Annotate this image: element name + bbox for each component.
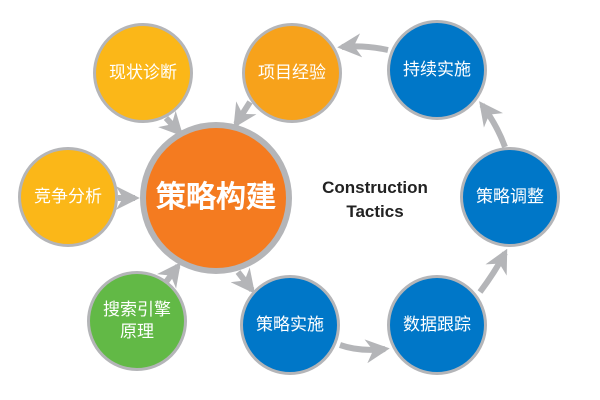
arrow-experience-to-center xyxy=(233,100,257,129)
node-label-line-1: 搜索引擎 xyxy=(103,300,171,320)
title-line-2: Tactics xyxy=(346,202,404,221)
node-competition-analysis: 竞争分析 xyxy=(18,147,118,247)
arrow-search-to-center xyxy=(156,262,181,289)
node-label: 竞争分析 xyxy=(34,187,102,207)
arrow-continuous-to-experience xyxy=(337,33,389,58)
arrow-center-to-implementation xyxy=(230,267,255,294)
node-strategy-implementation: 策略实施 xyxy=(240,275,340,375)
diagram-title: Construction Tactics xyxy=(300,176,450,224)
node-label: 持续实施 xyxy=(403,60,471,80)
arrow-adjustment-to-continuous xyxy=(479,101,508,149)
node-label: 数据跟踪 xyxy=(403,315,471,335)
node-label-line-2: 原理 xyxy=(120,322,154,342)
node-search-engine-principles: 搜索引擎 原理 xyxy=(87,271,187,371)
node-label: 项目经验 xyxy=(258,63,326,83)
node-status-diagnosis: 现状诊断 xyxy=(93,23,193,123)
arrow-diagnosis-to-center xyxy=(158,110,184,137)
title-line-1: Construction xyxy=(322,178,428,197)
node-project-experience: 项目经验 xyxy=(242,23,342,123)
arrow-tracking-to-adjustment xyxy=(477,248,508,294)
node-label: 策略实施 xyxy=(256,315,324,335)
node-continuous-implementation: 持续实施 xyxy=(387,20,487,120)
node-label: 现状诊断 xyxy=(109,63,177,83)
node-data-tracking: 数据跟踪 xyxy=(387,275,487,375)
node-strategy-adjustment: 策略调整 xyxy=(460,147,560,247)
center-label: 策略构建 xyxy=(156,180,276,215)
node-label: 策略调整 xyxy=(476,187,544,207)
arrow-implementation-to-tracking xyxy=(339,339,390,364)
node-strategy-construction: 策略构建 xyxy=(140,122,292,274)
